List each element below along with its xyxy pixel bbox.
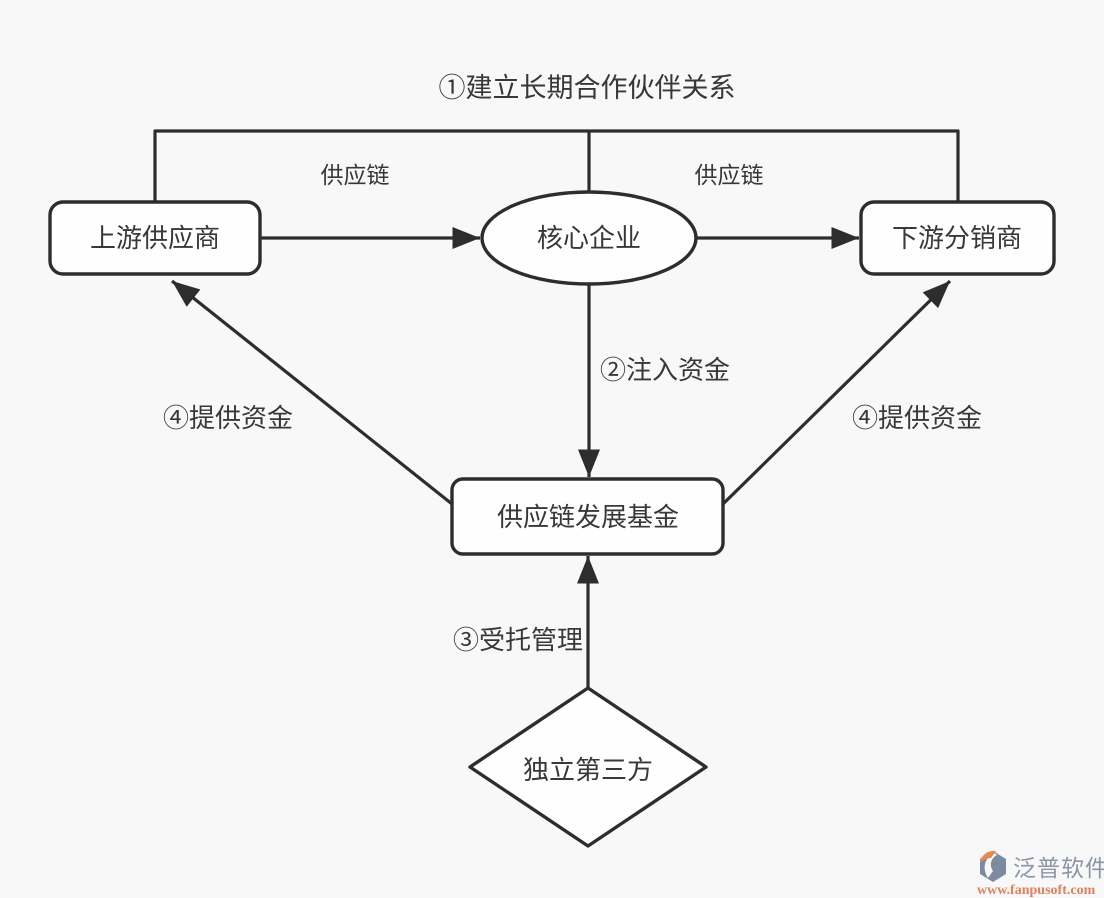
- node-upstream-supplier: 上游供应商: [48, 200, 262, 276]
- upstream-supplier-label: 上游供应商: [90, 223, 220, 253]
- third-party-diamond: [468, 686, 708, 848]
- diagram-title: ①建立长期合作伙伴关系: [439, 73, 736, 103]
- label-supply-chain-left: 供应链: [321, 162, 390, 188]
- downstream-distributor-label: 下游分销商: [892, 223, 1022, 253]
- upstream-supplier-box: [48, 200, 262, 276]
- fund-box: [450, 477, 725, 556]
- fanpu-logo-icon: [980, 850, 1006, 882]
- watermark-url: www.fanpusoft.com: [977, 883, 1096, 898]
- watermark: 泛普软件 www.fanpusoft.com: [977, 850, 1104, 898]
- label-entrusted-management: ③受托管理: [453, 625, 583, 655]
- core-enterprise-label: 核心企业: [537, 223, 641, 253]
- fund-label: 供应链发展基金: [497, 502, 679, 532]
- label-provide-funds-right: ④提供资金: [852, 403, 982, 433]
- edge-fund-to-downstream: [721, 279, 952, 506]
- node-core-enterprise: 核心企业: [480, 190, 698, 286]
- edge-fund-to-upstream: [171, 279, 453, 506]
- label-supply-chain-right: 供应链: [695, 162, 764, 188]
- watermark-brand: 泛普软件: [1013, 855, 1104, 881]
- downstream-distributor-box: [859, 200, 1056, 276]
- node-downstream-distributor: 下游分销商: [859, 200, 1056, 276]
- third-party-label: 独立第三方: [523, 755, 653, 785]
- node-third-party: 独立第三方: [468, 686, 708, 848]
- core-enterprise-ellipse: [480, 190, 698, 286]
- edge-partnership-bracket: [153, 129, 960, 202]
- label-inject-funds: ②注入资金: [600, 355, 730, 385]
- label-provide-funds-left: ④提供资金: [163, 403, 293, 433]
- node-fund: 供应链发展基金: [450, 477, 725, 556]
